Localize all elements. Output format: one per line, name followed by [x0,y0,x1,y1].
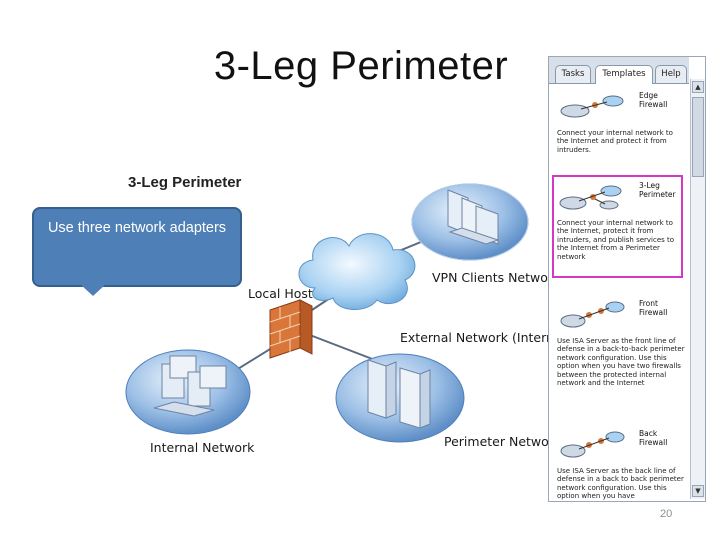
diagram-title: 3-Leg Perimeter [128,174,242,191]
page-number: 20 [660,508,673,520]
tab-templates[interactable]: Templates [595,65,653,84]
external-network-label: External Network (Internet) [400,330,548,345]
perimeter-network-label: Perimeter Network [444,434,562,449]
template-description: Use ISA Server as the back line of defen… [557,467,684,501]
local-host-label: Local Host [248,286,313,301]
scroll-down-button[interactable]: ▼ [692,485,704,497]
firewall-icon [269,299,313,359]
selected-template-highlight [552,175,683,278]
internal-network-label: Internal Network [150,440,255,455]
edge-firewall-icon [560,95,624,118]
vpn-clients-globe [411,183,529,261]
internet-cloud [298,233,416,310]
back-firewall-icon [560,431,625,458]
template-description: Use ISA Server as the front line of defe… [557,337,685,388]
template-description: Connect your internal network to the Int… [557,129,673,154]
3-leg-perimeter-icon [559,185,622,210]
vpn-clients-label: VPN Clients Network [432,270,561,285]
panel-tabs: Tasks Templates Help [549,57,689,84]
scroll-up-button[interactable]: ▲ [692,81,704,93]
tab-tasks[interactable]: Tasks [555,65,591,83]
tab-help[interactable]: Help [655,65,687,83]
callout-tail [80,284,106,296]
template-description: Connect your internal network to the Int… [557,219,675,261]
network-diagram [125,183,529,443]
scroll-thumb[interactable] [692,97,704,177]
panel-scrollbar[interactable]: ▲ ▼ [690,79,705,499]
internal-network-globe [125,349,251,435]
perimeter-network-globe [335,353,465,443]
slide-title: 3-Leg Perimeter [0,44,720,89]
front-firewall-icon [560,301,625,328]
slide-title-text: 3-Leg Perimeter [213,44,509,88]
callout-box: Use three network adapters [32,207,242,287]
